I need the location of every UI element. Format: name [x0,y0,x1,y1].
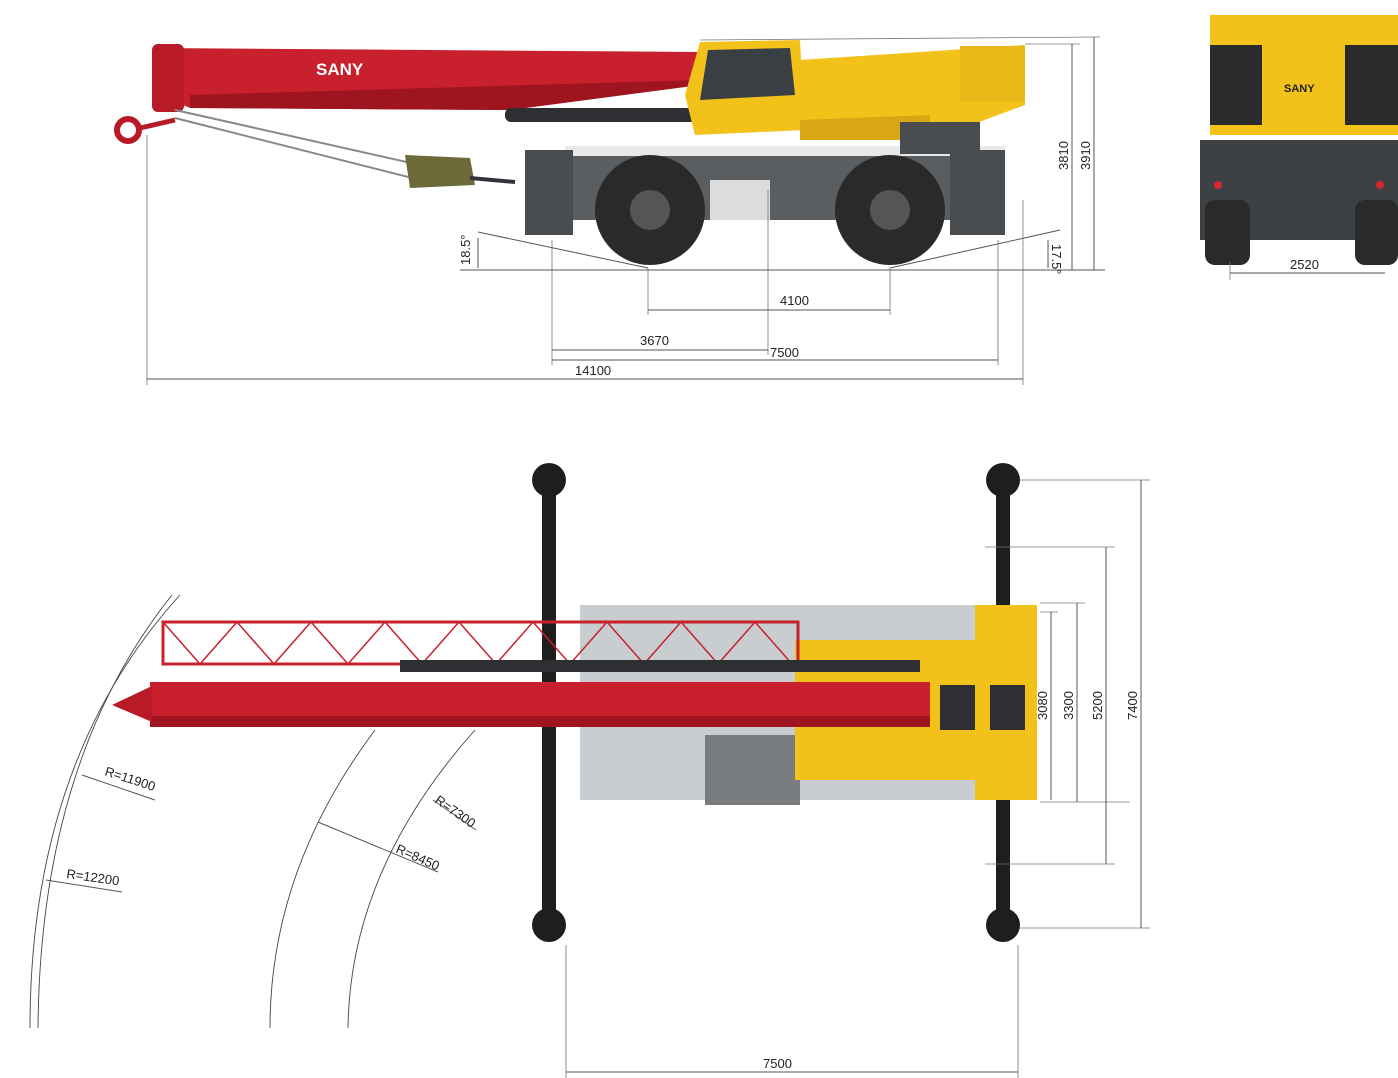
leader-r7300 [432,799,477,831]
rear-hub [870,190,910,230]
outrigger-span-label: 7500 [770,345,799,360]
lift-cylinder [505,108,705,122]
label-r8450: R=8450 [394,841,442,873]
turret-vent-1 [940,685,975,730]
stowed-hook-strap [469,176,516,184]
side-boom: SANY [114,44,705,188]
dim-3300-label: 3300 [1061,691,1076,720]
main-hook [405,155,475,188]
top-boom-shade [150,716,930,727]
hook-block [114,116,142,144]
departure-angle-label: 17.5° [1049,244,1064,275]
rear-light-left [1214,181,1222,189]
label-r12200: R=12200 [66,866,121,888]
counterweight [960,46,1025,101]
leader-r12200 [45,879,123,893]
boom-lower-shade [190,80,700,110]
outrigger-pad-fr [532,908,566,942]
label-r11900: R=11900 [103,764,157,794]
arc-r8450 [269,729,376,1029]
rear-hazard-right [1345,45,1398,125]
dim-7400-label: 7400 [1125,691,1140,720]
approach-angle-label: 18.5° [458,234,473,265]
approach-angle-line [477,231,649,269]
height-3810-label: 3810 [1056,141,1071,170]
rear-tire-right [1355,200,1398,265]
leader-r8450 [317,821,439,873]
dim-3080-label: 3080 [1035,691,1050,720]
side-superstructure [685,40,1025,140]
rear-outrigger [950,150,1005,235]
rear-view: SANY 2520 [1200,15,1398,280]
hook-link [139,117,176,131]
rear-hazard-left [1210,45,1262,125]
front-center-label: 3670 [640,333,669,348]
label-r7300: R=7300 [432,792,478,831]
track-label: 2520 [1290,257,1319,272]
rear-logo: SANY [1284,83,1315,95]
overall-length-label: 14100 [575,363,611,378]
hoist-cable-2 [174,117,421,181]
outrigger-pad-rr [986,908,1020,942]
arc-r12200 [29,594,181,1029]
leader-r11900 [81,774,156,801]
boom-logo: SANY [316,60,364,79]
outrigger-pad-rl [986,463,1020,497]
height-3910-label: 3910 [1078,141,1093,170]
side-wheels [595,155,945,265]
dim-5200-label: 5200 [1090,691,1105,720]
cab-window [700,48,795,100]
wheelbase-label: 4100 [780,293,809,308]
carrier-top [565,146,1005,156]
front-hub [630,190,670,230]
outrigger-pad-fl [532,463,566,497]
lattice-jib-web [162,620,793,666]
arc-r11900 [37,594,173,1029]
hoist-cable-1 [174,109,421,166]
height-ext-top-1 [699,36,1101,41]
turret-vent-2 [990,685,1025,730]
top-view: R=11900 R=12200 R=7300 R=8450 3080 3300 … [29,463,1150,1078]
arc-r7300 [347,729,476,1029]
top-engine-grille [705,735,800,805]
rear-tire-left [1205,200,1250,265]
turret-shade [800,115,930,140]
top-boom-cylinder [400,660,920,672]
fuel-tank [710,180,770,220]
top-boom-tip [112,686,152,722]
span-bottom-label: 7500 [763,1056,792,1071]
front-outrigger [525,150,573,235]
departure-angle-line [889,229,1061,269]
side-view: SANY [114,36,1105,385]
boom-tip [152,44,184,112]
rear-light-right [1376,181,1384,189]
engine-box [900,122,980,154]
